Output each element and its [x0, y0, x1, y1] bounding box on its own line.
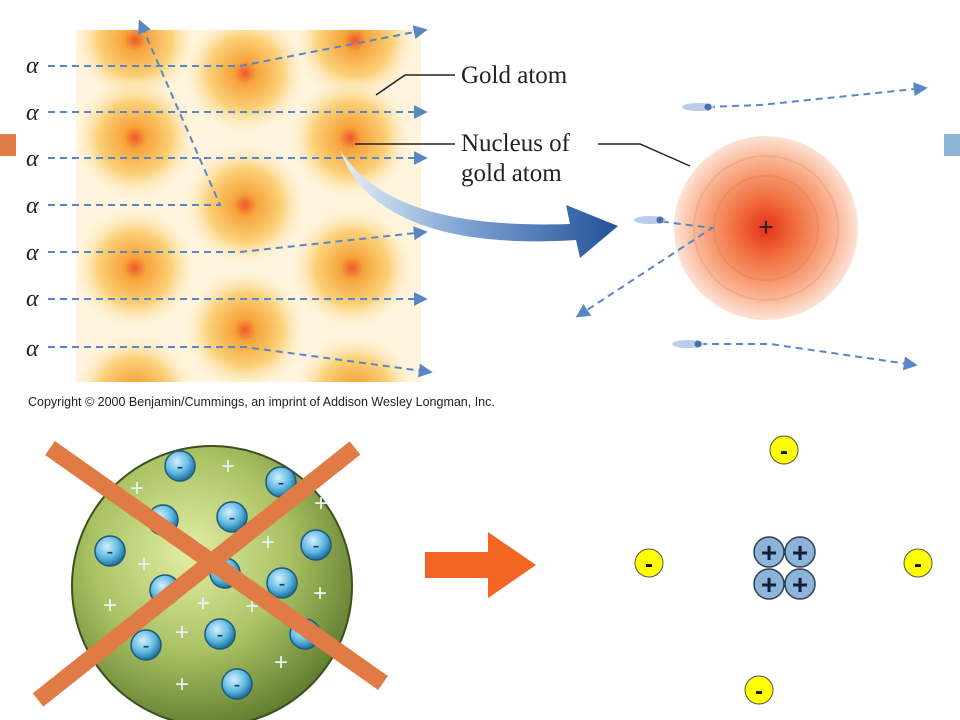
electron	[903, 548, 933, 578]
positive-charge: +	[274, 649, 288, 676]
positive-charge: +	[175, 619, 189, 646]
electron	[130, 629, 162, 661]
alpha-particles	[634, 103, 714, 348]
positive-charge: +	[103, 592, 117, 619]
gold-atom	[76, 333, 196, 382]
electron-sign: -	[780, 438, 788, 465]
positive-charge: +	[196, 590, 210, 617]
proton-sign: +	[792, 537, 808, 568]
gold-foil	[76, 30, 421, 382]
electron-sign: -	[279, 573, 286, 595]
alpha-label: α	[26, 193, 39, 219]
alpha-path-deflected	[48, 25, 428, 67]
positive-charge: +	[130, 475, 144, 502]
alpha-label: α	[26, 100, 39, 126]
nuclear-model: + + + + - - - -	[634, 435, 933, 705]
orbital-electrons: - - - -	[634, 435, 933, 705]
alpha-path-deflected	[48, 226, 428, 253]
nucleus-charge: +	[758, 212, 773, 242]
electron	[300, 529, 332, 561]
nucleus-label-line1: Nucleus of	[461, 130, 571, 157]
slide-marker-left	[0, 134, 16, 156]
alpha-paths	[48, 19, 433, 378]
gold-atom	[183, 143, 307, 267]
electron	[216, 501, 248, 533]
electron-sign: -	[313, 535, 320, 557]
slide-marker-right	[944, 134, 960, 156]
gold-atom-leader	[375, 74, 455, 96]
positive-charge: +	[221, 453, 235, 480]
proton	[784, 568, 816, 600]
scatter-path-backscatter	[575, 219, 715, 318]
electron	[164, 450, 196, 482]
copyright-text: Copyright © 2000 Benjamin/Cummings, an i…	[28, 395, 495, 409]
callout-lines	[355, 74, 691, 167]
alpha-label: α	[26, 53, 39, 79]
electron	[744, 675, 774, 705]
gold-atom	[290, 206, 414, 330]
electron-sign: -	[645, 551, 653, 578]
alpha-labels: α α α α α α α	[26, 53, 39, 362]
electron-sign: -	[107, 541, 114, 563]
callout-labels: Gold atom Nucleus of gold atom	[461, 62, 571, 187]
electron-sign: -	[278, 472, 285, 494]
scatter-path-bottom	[700, 343, 918, 371]
gold-atom	[76, 206, 197, 330]
positive-charge: +	[175, 671, 189, 698]
proton-sign: +	[792, 569, 808, 600]
nucleus-label-line2: gold atom	[461, 160, 562, 187]
positive-charges: + + + + + + + + + + + +	[103, 453, 328, 698]
nucleus-zoom: +	[674, 136, 858, 320]
alpha-path-deflected	[48, 346, 433, 378]
electron-sign: -	[914, 551, 922, 578]
proton-sign: +	[761, 537, 777, 568]
cross-out-mark	[32, 441, 388, 707]
gold-atom	[183, 268, 307, 382]
electron-sign: -	[217, 624, 224, 646]
scatter-paths	[575, 82, 928, 371]
positive-charge: +	[314, 490, 328, 517]
proton	[784, 536, 816, 568]
nucleus-zoom-leader	[598, 143, 691, 167]
nucleus-protons: + + + +	[753, 536, 816, 600]
zoom-arrow	[340, 150, 618, 258]
gold-atom	[294, 333, 416, 382]
electron-sign: -	[177, 456, 184, 478]
proton	[753, 568, 785, 600]
alpha-label: α	[26, 146, 39, 172]
electron	[266, 567, 298, 599]
positive-charge: +	[137, 551, 151, 578]
electron-sign: -	[755, 678, 763, 705]
electron	[221, 668, 253, 700]
alpha-path-backscattered	[48, 19, 222, 206]
electron-sign: -	[229, 507, 236, 529]
proton	[753, 536, 785, 568]
alpha-label: α	[26, 240, 39, 266]
transition-arrow	[425, 532, 536, 598]
proton-sign: +	[761, 569, 777, 600]
gold-atom	[288, 76, 412, 200]
nucleus-field	[674, 136, 858, 320]
electron	[634, 548, 664, 578]
electron	[769, 435, 799, 465]
gold-atom	[76, 76, 197, 200]
positive-charge: +	[261, 529, 275, 556]
gold-atom-label: Gold atom	[461, 62, 568, 89]
electron-sign: -	[234, 674, 241, 696]
electron	[94, 535, 126, 567]
electron-sign: -	[143, 635, 150, 657]
alpha-label: α	[26, 286, 39, 312]
alpha-label: α	[26, 336, 39, 362]
positive-charge: +	[313, 580, 327, 607]
scatter-path-top	[707, 82, 928, 108]
electron	[204, 618, 236, 650]
gold-atom	[183, 30, 307, 135]
